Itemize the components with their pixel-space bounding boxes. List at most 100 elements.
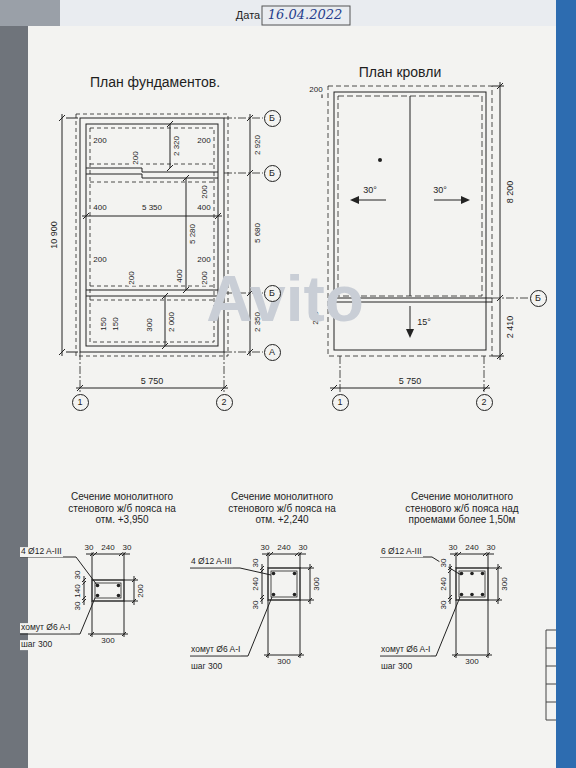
- beam-section: [380, 552, 502, 658]
- beam-section: [271, 571, 297, 597]
- foundation-plan: [80, 118, 263, 393]
- rebar-note: 4 Ø12 A-III: [190, 557, 233, 567]
- roof-plan: [340, 298, 529, 393]
- dimension-text: 150: [111, 316, 120, 331]
- beam-section: [268, 568, 300, 600]
- beam-section: [293, 572, 297, 576]
- foundation-plan: [80, 118, 224, 352]
- dimension-text: 2 320: [172, 135, 181, 157]
- foundation-plan: [86, 290, 218, 296]
- dimension-text: 300: [464, 657, 479, 666]
- date-handwritten: 16.04.2022: [268, 8, 342, 23]
- rebar-note: 4 Ø12 A-III: [20, 547, 63, 557]
- roof-plan: [461, 196, 470, 204]
- beam-section: [20, 557, 97, 585]
- axis-label: 2: [481, 398, 486, 407]
- foundation-plan: [86, 168, 218, 178]
- dimension-text: 30: [448, 543, 459, 552]
- beam-section: [481, 593, 485, 597]
- axis-label: А: [269, 348, 275, 357]
- photo-background: [546, 720, 556, 721]
- axis-label: 1: [77, 398, 82, 407]
- foundation-plan: [90, 128, 214, 342]
- beam-section: [90, 552, 126, 580]
- dimension-text: 240: [251, 576, 260, 591]
- roof-plan: [322, 82, 529, 393]
- beam-section: [293, 593, 297, 597]
- section-title: Сечение монолитного стенового ж/б пояса …: [63, 491, 181, 526]
- stirrup-note: хомут Ø6 A-I: [20, 623, 71, 633]
- grid-axis-marker: Б: [264, 110, 281, 127]
- foundation-plan: [224, 352, 263, 353]
- roof-plan: [484, 356, 485, 393]
- dimension-text: 300: [276, 657, 291, 666]
- beam-section: [454, 600, 490, 658]
- dimension-text: 30: [73, 601, 82, 612]
- foundation-plan: [59, 114, 263, 393]
- dimension-text: 10 900: [49, 220, 59, 250]
- beam-section: [88, 634, 128, 635]
- dimension-text: 30: [439, 558, 448, 569]
- beam-section: [380, 597, 460, 656]
- foundation-plan: [165, 296, 166, 346]
- dimension-text: 240: [276, 543, 291, 552]
- beam-section: [460, 572, 485, 597]
- photo-background: [546, 630, 547, 720]
- dimension-text: 30: [251, 558, 260, 569]
- roof-plan: [350, 196, 359, 204]
- slope-label: 30°: [432, 185, 448, 195]
- roof-plan: [330, 388, 490, 389]
- axis-label: 2: [221, 398, 226, 407]
- dimension-text: 5 750: [398, 376, 423, 386]
- roof-plan: [434, 200, 464, 201]
- foundation-plan: [90, 300, 214, 301]
- dimension-text: 300: [145, 317, 154, 332]
- grid-axis-marker: Б: [530, 290, 547, 307]
- beam-section: [380, 557, 461, 575]
- stirrup-note: шаг 300: [190, 662, 223, 672]
- dimension-text: 5 350: [141, 203, 163, 212]
- photo-background: [556, 0, 576, 768]
- dimension-text: 2 410: [505, 315, 515, 340]
- dimension-text: 140: [73, 583, 82, 598]
- axis-label: Б: [269, 169, 275, 178]
- dimension-text: 2 000: [167, 311, 176, 333]
- beam-section: [454, 552, 490, 568]
- foundation-plan: [224, 173, 263, 174]
- dimension-text: 300: [500, 576, 509, 591]
- beam-section: [266, 600, 302, 658]
- foundation-plan: [62, 114, 63, 356]
- axis-label: Б: [535, 294, 541, 303]
- photo-background: [60, 0, 556, 26]
- roof-plan: [410, 96, 411, 296]
- stirrup-note: шаг 300: [20, 640, 53, 650]
- dimension-text: 5 750: [140, 376, 165, 386]
- beam-section: [260, 566, 264, 602]
- dimension-text: 200: [136, 583, 145, 598]
- beam-section: [117, 594, 121, 598]
- axis-label: Б: [269, 114, 275, 123]
- foundation-plan: [170, 124, 171, 168]
- dimension-text: 5 280: [188, 223, 197, 245]
- dimension-text: 8 200: [505, 180, 515, 205]
- dimension-text: 150: [99, 316, 108, 331]
- grid-axis-marker: 1: [332, 394, 349, 411]
- beam-section: [190, 568, 271, 575]
- grid-axis-marker: 2: [476, 394, 493, 411]
- dimension-text: 30: [486, 543, 497, 552]
- foundation-plan: [86, 124, 218, 346]
- foundation-plan: [82, 216, 222, 217]
- foundation-plan: [90, 286, 214, 287]
- dimension-text: 200: [308, 85, 323, 94]
- grid-axis-marker: А: [264, 344, 281, 361]
- beam-section: [272, 572, 297, 597]
- dimension-text: 400: [196, 203, 211, 212]
- beam-section: [460, 593, 464, 597]
- beam-section: [481, 572, 485, 576]
- stirrup-note: шаг 300: [380, 662, 413, 672]
- beam-section: [272, 593, 276, 597]
- dimension-text: 200: [200, 184, 209, 199]
- grid-axis-marker: Б: [264, 285, 281, 302]
- grid-axis-marker: 2: [216, 394, 233, 411]
